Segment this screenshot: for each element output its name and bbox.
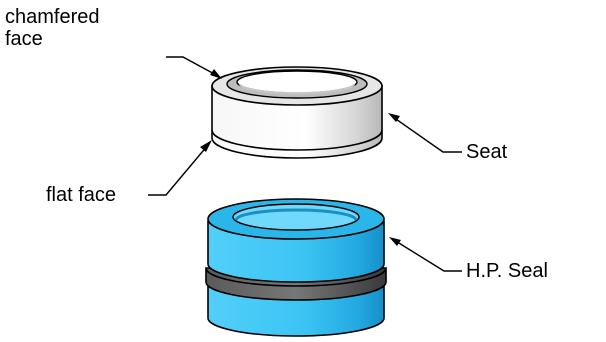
hp-seal-bore [232,203,360,231]
arrowhead-flat-face [200,140,212,152]
label-flat-face: flat face [46,184,117,206]
seat-body [211,85,383,159]
leader-flat-face [148,144,209,196]
label-chamfered-face: chamfered face [5,6,100,50]
label-hp-seal: H.P. Seal [466,260,548,282]
leader-hp-seal [393,239,462,272]
label-seat: Seat [466,141,508,163]
hp-seal-ring [205,198,387,337]
leader-chamfered-face [166,56,219,77]
leader-seat [392,116,462,153]
seat-flat-face-edge [211,129,383,151]
arrowhead-seat [388,113,400,122]
arrowhead-chamfered-face [210,69,222,79]
arrowhead-hp-seal [389,237,401,246]
leader-lines [148,56,462,272]
seat-ring [211,66,383,159]
